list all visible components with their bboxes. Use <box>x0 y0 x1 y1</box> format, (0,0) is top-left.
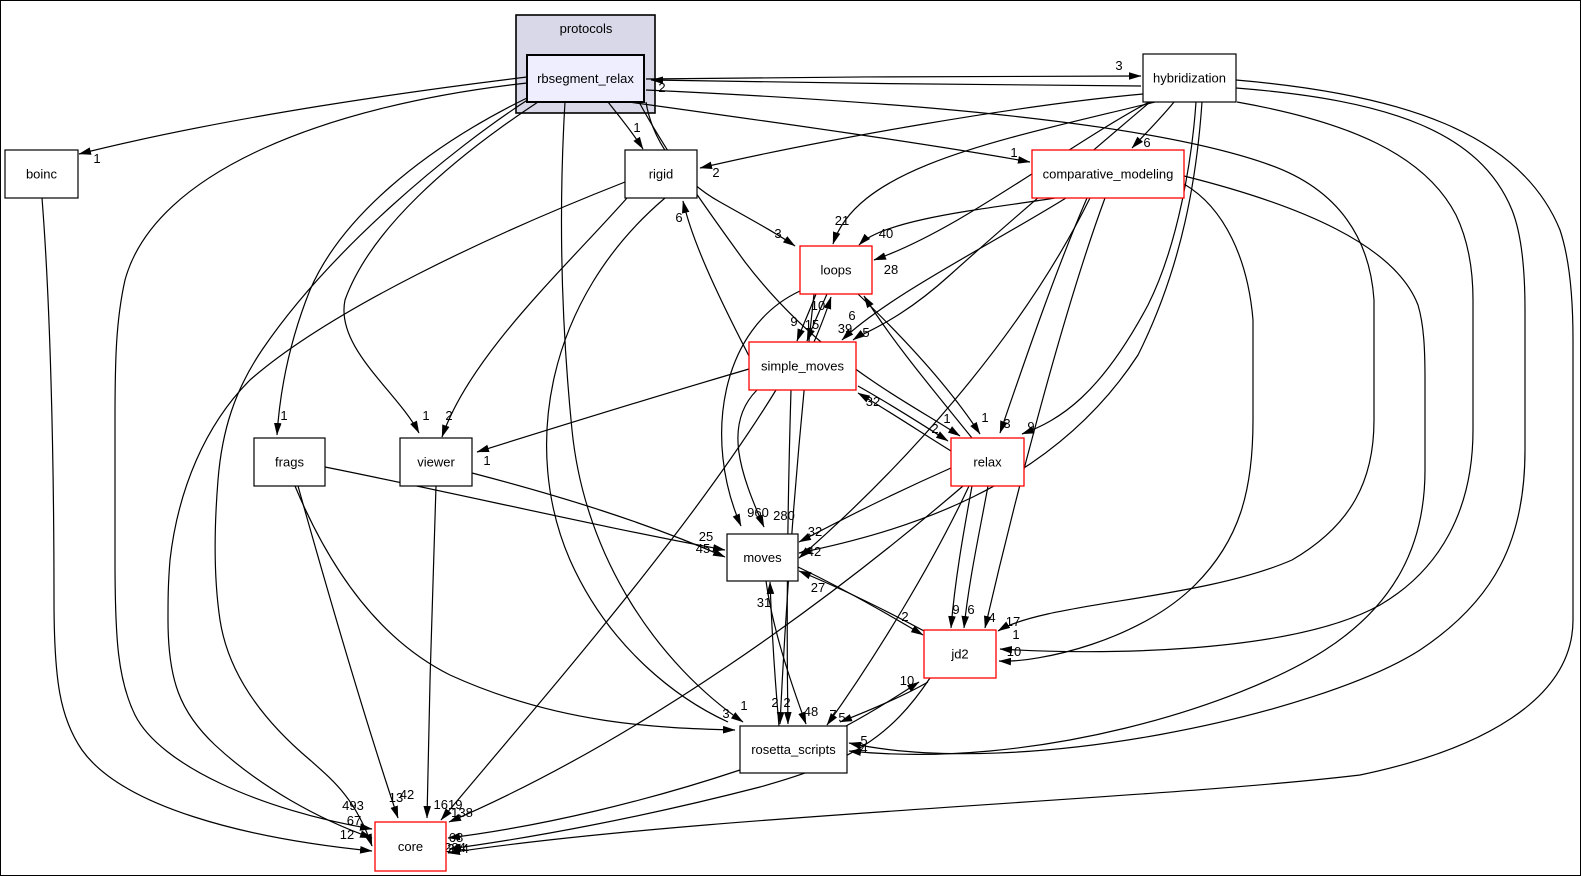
svg-text:5: 5 <box>838 710 845 725</box>
svg-text:48: 48 <box>804 704 818 719</box>
svg-text:3: 3 <box>722 706 729 721</box>
svg-text:9: 9 <box>790 314 797 329</box>
svg-text:40: 40 <box>879 226 893 241</box>
svg-text:204: 204 <box>447 841 469 856</box>
svg-text:6: 6 <box>1143 135 1150 150</box>
svg-text:3: 3 <box>1003 416 1010 431</box>
svg-text:2: 2 <box>901 609 908 624</box>
svg-text:1619: 1619 <box>434 797 463 812</box>
svg-text:1: 1 <box>422 408 429 423</box>
svg-text:4: 4 <box>988 610 995 625</box>
svg-text:2: 2 <box>445 408 452 423</box>
svg-text:hybridization: hybridization <box>1153 71 1226 86</box>
svg-text:comparative_modeling: comparative_modeling <box>1043 167 1174 182</box>
svg-text:25: 25 <box>699 529 713 544</box>
svg-text:9: 9 <box>1027 419 1034 434</box>
svg-text:10: 10 <box>900 673 914 688</box>
svg-text:138: 138 <box>451 805 473 820</box>
svg-text:28: 28 <box>884 262 898 277</box>
svg-text:2: 2 <box>712 165 719 180</box>
svg-text:core: core <box>398 839 423 854</box>
svg-text:loops: loops <box>820 263 852 278</box>
svg-text:1: 1 <box>633 120 640 135</box>
svg-text:boinc: boinc <box>26 167 58 182</box>
svg-text:15: 15 <box>805 317 819 332</box>
svg-text:1: 1 <box>93 151 100 166</box>
svg-text:12: 12 <box>340 827 354 842</box>
svg-text:2: 2 <box>931 421 938 436</box>
svg-text:rosetta_scripts: rosetta_scripts <box>751 742 836 757</box>
svg-text:rbsegment_relax: rbsegment_relax <box>537 71 634 86</box>
svg-text:1: 1 <box>1010 145 1017 160</box>
svg-text:viewer: viewer <box>417 455 455 470</box>
svg-text:45: 45 <box>696 541 710 556</box>
svg-text:27: 27 <box>811 580 825 595</box>
svg-text:moves: moves <box>743 550 782 565</box>
svg-text:1: 1 <box>981 410 988 425</box>
svg-text:42: 42 <box>400 787 414 802</box>
svg-text:10: 10 <box>811 298 825 313</box>
svg-text:1: 1 <box>1012 627 1019 642</box>
svg-text:68: 68 <box>449 830 463 845</box>
svg-text:1: 1 <box>483 453 490 468</box>
svg-text:4: 4 <box>860 741 867 756</box>
svg-text:1: 1 <box>943 411 950 426</box>
svg-text:simple_moves: simple_moves <box>761 359 845 374</box>
svg-text:3: 3 <box>1115 58 1122 73</box>
svg-text:6: 6 <box>675 210 682 225</box>
svg-text:2: 2 <box>783 695 790 710</box>
svg-text:3: 3 <box>774 226 781 241</box>
svg-text:frags: frags <box>275 455 304 470</box>
svg-text:31: 31 <box>757 595 771 610</box>
svg-text:5: 5 <box>860 733 867 748</box>
svg-text:jd2: jd2 <box>950 647 968 662</box>
svg-text:2: 2 <box>658 80 665 95</box>
svg-text:67: 67 <box>347 813 361 828</box>
svg-text:5: 5 <box>862 325 869 340</box>
svg-text:1: 1 <box>280 408 287 423</box>
svg-text:2: 2 <box>771 695 778 710</box>
svg-text:32: 32 <box>866 394 880 409</box>
svg-text:1: 1 <box>740 698 747 713</box>
svg-text:13: 13 <box>389 790 403 805</box>
svg-text:relax: relax <box>973 455 1002 470</box>
svg-text:39: 39 <box>838 321 852 336</box>
svg-text:protocols: protocols <box>560 21 613 36</box>
svg-text:6: 6 <box>848 308 855 323</box>
svg-text:rigid: rigid <box>649 167 674 182</box>
svg-text:10: 10 <box>1007 644 1021 659</box>
svg-text:21: 21 <box>835 213 849 228</box>
svg-text:42: 42 <box>807 544 821 559</box>
svg-text:32: 32 <box>808 524 822 539</box>
svg-text:7: 7 <box>829 707 836 722</box>
svg-text:9: 9 <box>952 602 959 617</box>
svg-text:6: 6 <box>967 602 974 617</box>
svg-text:17: 17 <box>1006 614 1020 629</box>
svg-text:280: 280 <box>773 508 795 523</box>
